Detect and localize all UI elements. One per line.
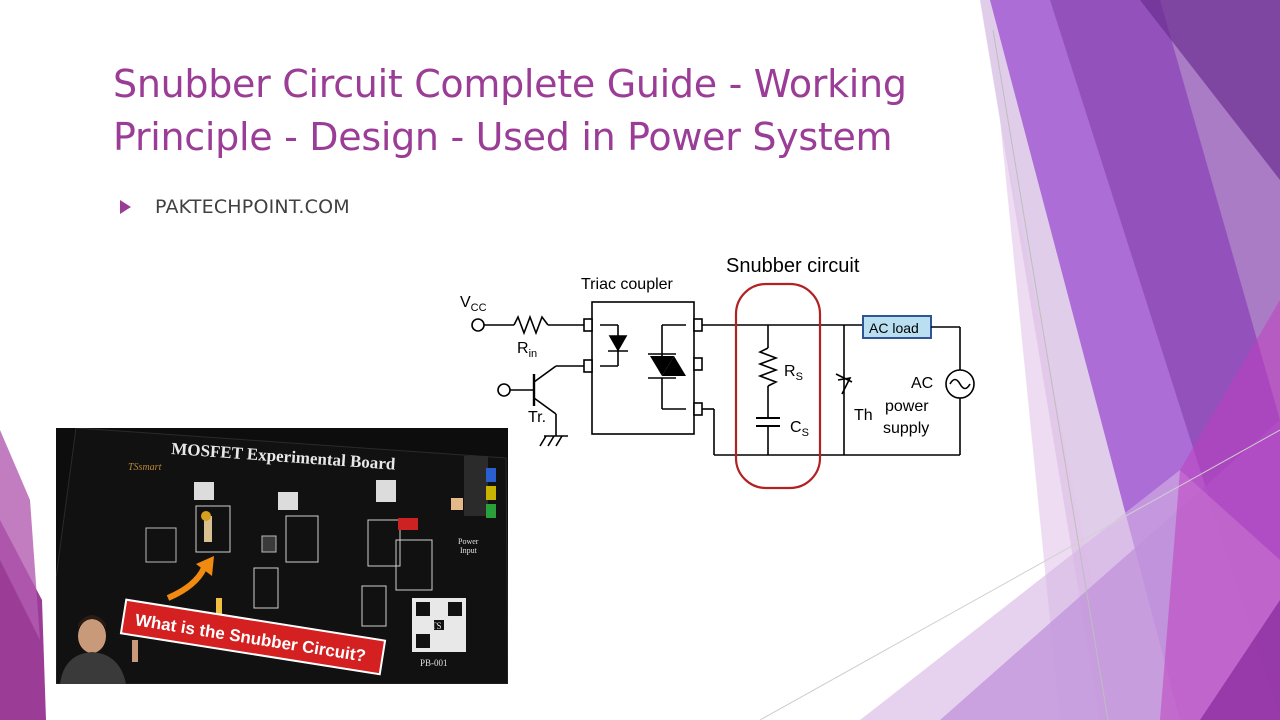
power-input-label-2: Input	[460, 546, 478, 555]
snubber-heading: Snubber circuit	[726, 255, 860, 277]
cs-label: CS	[790, 419, 809, 439]
board-brand: TSsmart	[128, 462, 162, 473]
rin-resistor	[513, 314, 549, 336]
title-line-1: Snubber Circuit Complete Guide - Working	[113, 62, 907, 106]
snubber-highlight	[734, 282, 822, 490]
supply-label-2: power	[885, 398, 929, 415]
base-terminal	[497, 383, 511, 397]
bullet-item: PAKTECHPOINT.COM	[120, 194, 350, 220]
title-line-2: Principle - Design - Used in Power Syste…	[113, 115, 893, 159]
thyristor-label: Th	[854, 407, 873, 424]
power-input-label-1: Power	[458, 537, 479, 546]
transistor-label: Tr.	[528, 409, 546, 426]
bullet-text[interactable]: PAKTECHPOINT.COM	[155, 196, 350, 218]
video-thumbnail[interactable]: MOSFET Experimental Board TSsmart Power …	[56, 428, 508, 684]
supply-label-3: supply	[883, 420, 929, 437]
slide-title: Snubber Circuit Complete Guide - Working…	[113, 58, 973, 164]
supply-label-1: AC	[911, 375, 933, 392]
coupler-label: Triac coupler	[581, 276, 674, 293]
qr-mark: TS	[431, 621, 442, 631]
bullet-arrow-icon	[120, 200, 131, 214]
board-code: PB-001	[420, 658, 448, 668]
rs-label: RS	[784, 363, 803, 383]
rin-label: Rin	[517, 340, 537, 360]
snubber-circuit-diagram: Snubber circuit Triac coupler VCC Rin	[460, 255, 975, 490]
vcc-terminal	[471, 318, 485, 332]
rs-resistor	[757, 347, 779, 387]
vcc-label: VCC	[460, 294, 487, 314]
ac-load-label: AC load	[869, 320, 919, 336]
